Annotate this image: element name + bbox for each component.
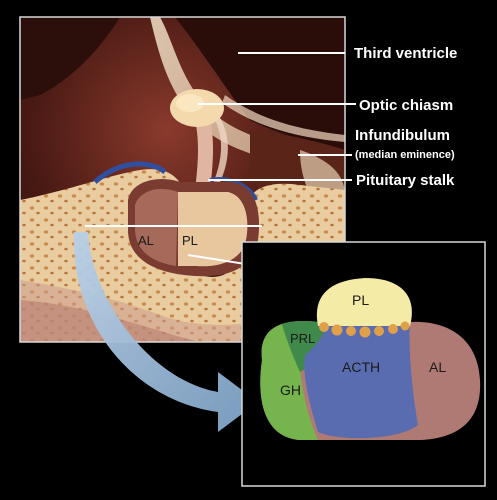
upper-posterior-lobe-label: PL: [182, 233, 198, 248]
gland-cross-section: [260, 320, 481, 440]
median-eminence-label: (median eminence): [355, 149, 455, 161]
pituitary-stalk-label: Pituitary stalk: [356, 172, 455, 189]
section-arrow: [73, 232, 258, 432]
lower-acth-label: ACTH: [342, 359, 380, 375]
lower-prl-label: PRL: [290, 331, 315, 346]
optic-chiasm-label: Optic chiasm: [359, 97, 453, 114]
gh-region: [260, 320, 318, 440]
lower-al-label: AL: [429, 359, 446, 375]
infundibulum-label: Infundibulum: [355, 127, 450, 144]
posterior-lobe-region: [316, 278, 412, 326]
upper-anterior-lobe-label: AL: [138, 233, 154, 248]
third-ventricle-label: Third ventricle: [354, 45, 457, 62]
intermediate-lobe-dots: [319, 321, 410, 338]
lower-gh-label: GH: [280, 382, 301, 398]
acth-region: [304, 320, 418, 439]
lower-pl-label: PL: [352, 292, 369, 308]
